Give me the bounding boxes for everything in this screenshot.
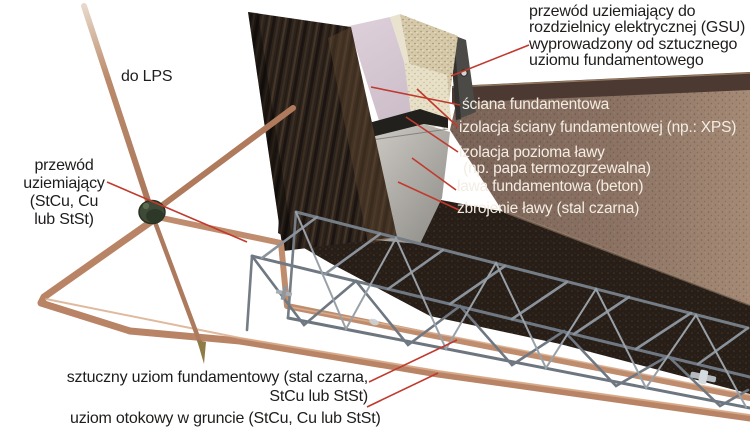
leader-line-gsu xyxy=(450,44,530,77)
cross-clamp-highlight xyxy=(142,202,150,210)
cage-end-post-back xyxy=(286,210,298,320)
wire-tie xyxy=(369,318,379,326)
leader-line-uziom-otokowy xyxy=(366,372,439,408)
label-uziom-otokowy: uziom otokowy w gruncie (StCu, Cu lub St… xyxy=(70,410,381,427)
label-sciana-fundamentowa: ściana fundamentowa xyxy=(462,96,609,113)
leader-line-zbrojenie xyxy=(397,181,460,211)
copper-earth-electrodes xyxy=(37,214,750,422)
soil-edge-highlight xyxy=(451,72,750,88)
label-lawa-fundamentowa: ława fundamentowa (beton) xyxy=(457,178,644,195)
leader-line-lawa xyxy=(411,157,457,191)
leader-lines xyxy=(106,44,530,408)
formwork-dark-panel xyxy=(248,12,397,251)
leader-line-sciana xyxy=(370,86,461,106)
cage-top-rungs xyxy=(260,215,750,366)
ring-earth-tape xyxy=(37,217,750,422)
cage-stirrups-back xyxy=(295,211,747,408)
excavation-dark-soil xyxy=(278,200,750,394)
soil-edge-band xyxy=(452,72,750,103)
cage-end-post-front xyxy=(245,254,254,332)
earthing-cross-assembly xyxy=(81,3,296,364)
soil-cut-lip xyxy=(504,210,750,307)
soil-surface-texture xyxy=(450,86,750,308)
ring-earth-tape-highlight xyxy=(45,298,750,416)
cage-stirrups-front xyxy=(250,254,750,408)
label-izolacja-sciany: izolacja ściany fundamentowej (np.: XPS) xyxy=(459,119,737,136)
dark-soil-texture xyxy=(278,200,750,394)
ground-rod xyxy=(149,211,205,351)
label-izolacja-pozioma: izolacja pozioma ławy (np. papa termozgr… xyxy=(459,144,651,177)
dark-panel-edge-shadow xyxy=(248,12,294,251)
lps-down-conductor xyxy=(81,3,155,216)
tape-cross-connector xyxy=(690,369,717,385)
ground-rod-tip xyxy=(197,340,206,364)
leader-line-izolacja-sciany xyxy=(416,88,459,128)
label-sztuczny-uziom: sztuczny uziom fundamentowy (stal czarna… xyxy=(66,369,368,405)
foundation-wall-face xyxy=(349,17,420,130)
cage-chord-back-top xyxy=(294,210,750,330)
cross-clamp-shade xyxy=(146,209,164,223)
foundation-earth-tape xyxy=(154,214,750,401)
leader-line-izolacja-pozioma xyxy=(405,116,459,153)
small-connectors xyxy=(275,285,717,385)
leader-line-sztuczny-uziom xyxy=(368,339,458,383)
label-przewod-uziemiajacy: przewód uziemiający (StCu, Cu lub StSt) xyxy=(23,157,105,228)
label-zbrojenie-lawy: zbrojenie ławy (stal czarna) xyxy=(457,200,640,217)
label-przewod-gsu: przewód uziemiający do rozdzielnicy elek… xyxy=(529,3,746,70)
cage-chord-bottom xyxy=(286,316,750,410)
dark-panel-light-streaks xyxy=(328,27,397,244)
dark-panel xyxy=(248,12,397,251)
soil-ground xyxy=(450,72,750,308)
wall-branch-conductor xyxy=(149,105,296,216)
rebar-cage xyxy=(245,210,750,410)
leader-line-przewod-uziemiajacy xyxy=(106,181,248,243)
label-do-lps: do LPS xyxy=(121,68,173,85)
tape-drop-clamp xyxy=(275,285,293,301)
